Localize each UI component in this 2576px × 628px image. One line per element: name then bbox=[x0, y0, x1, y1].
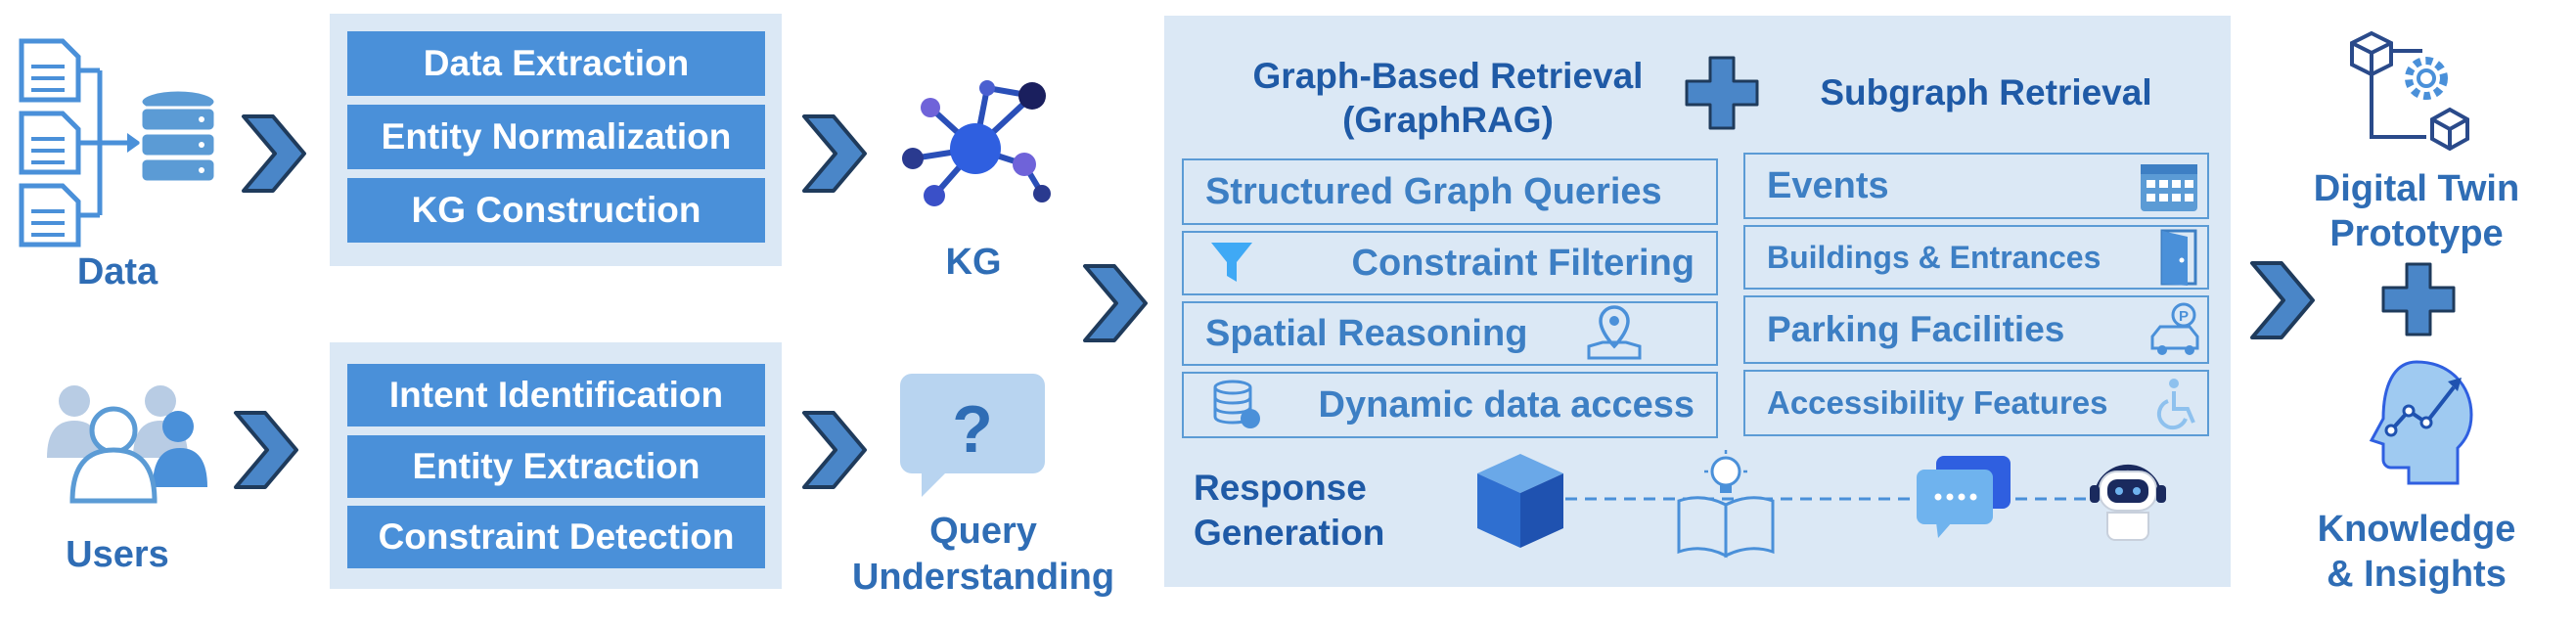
database-icon bbox=[139, 88, 217, 184]
digital-twin-label-line1: Digital Twin bbox=[2313, 168, 2520, 209]
wheelchair-icon bbox=[2156, 379, 2195, 430]
events-label: Events bbox=[1767, 164, 1889, 206]
map-pin-icon bbox=[1587, 305, 1642, 360]
constraint-filtering-item: Constraint Filtering bbox=[1182, 231, 1718, 295]
plus-icon bbox=[1685, 56, 1759, 130]
question-bubble-icon: ? bbox=[900, 374, 1045, 497]
structured-graph-queries-label: Structured Graph Queries bbox=[1205, 170, 1662, 212]
dynamic-data-access-item: Dynamic data access bbox=[1182, 372, 1718, 438]
constraint-filtering-label: Constraint Filtering bbox=[1351, 242, 1695, 284]
plus-icon bbox=[2381, 262, 2456, 336]
graphrag-title-line2: (GraphRAG) bbox=[1342, 100, 1554, 140]
knowledge-graph-icon bbox=[902, 80, 1051, 206]
accessibility-features-label: Accessibility Features bbox=[1767, 384, 2108, 421]
knowledge-insights-label-line1: Knowledge bbox=[2317, 509, 2516, 550]
svg-text:P: P bbox=[2179, 308, 2189, 325]
arrow-right-icon bbox=[242, 114, 306, 193]
calendar-icon bbox=[2141, 164, 2197, 211]
data-label: Data bbox=[76, 251, 158, 292]
arrow-right-icon bbox=[802, 411, 867, 489]
documents-icon bbox=[19, 38, 141, 247]
users-label: Users bbox=[66, 534, 169, 575]
response-pipeline-connector bbox=[1565, 497, 2172, 501]
digital-twin-icon bbox=[2350, 30, 2469, 152]
parking-car-icon: P bbox=[2150, 302, 2199, 355]
spatial-reasoning-label: Spatial Reasoning bbox=[1205, 312, 1528, 354]
arrow-right-icon bbox=[2250, 261, 2315, 339]
dynamic-data-access-label: Dynamic data access bbox=[1318, 383, 1695, 426]
cube-icon bbox=[1477, 454, 1563, 548]
robot-icon bbox=[2090, 464, 2166, 541]
accessibility-features-item: Accessibility Features bbox=[1743, 370, 2209, 436]
arrow-right-icon bbox=[234, 411, 298, 489]
spatial-reasoning-item: Spatial Reasoning bbox=[1182, 301, 1718, 366]
parking-facilities-label: Parking Facilities bbox=[1767, 309, 2065, 349]
query-understanding-label-line1: Query bbox=[929, 511, 1037, 552]
subgraph-retrieval-title: Subgraph Retrieval bbox=[1820, 72, 2152, 112]
kg-construction-step: KG Construction bbox=[347, 178, 765, 243]
digital-twin-label-line2: Prototype bbox=[2329, 213, 2504, 254]
response-generation-line1: Response bbox=[1194, 468, 1367, 508]
data-extraction-step: Data Extraction bbox=[347, 31, 765, 96]
events-item: Events bbox=[1743, 153, 2209, 219]
database-icon bbox=[1213, 380, 1260, 428]
arrow-right-icon bbox=[802, 114, 867, 193]
svg-text:?: ? bbox=[952, 392, 993, 467]
arrow-right-icon bbox=[1083, 264, 1148, 342]
query-understanding-label-line2: Understanding bbox=[851, 557, 1115, 598]
intent-identification-step: Intent Identification bbox=[347, 364, 765, 426]
head-insight-icon bbox=[2369, 360, 2473, 485]
knowledge-insights-label-line2: & Insights bbox=[2327, 554, 2507, 595]
book-idea-icon bbox=[1677, 450, 1775, 559]
kg-label: KG bbox=[945, 242, 1002, 283]
chat-icon bbox=[1917, 456, 2011, 538]
entity-normalization-step: Entity Normalization bbox=[347, 105, 765, 169]
users-icon bbox=[47, 385, 207, 504]
graphrag-title-line1: Graph-Based Retrieval bbox=[1252, 56, 1644, 96]
buildings-entrances-item: Buildings & Entrances bbox=[1743, 225, 2209, 290]
response-generation-line2: Generation bbox=[1194, 513, 1385, 553]
door-icon bbox=[2160, 229, 2197, 286]
structured-graph-queries-item: Structured Graph Queries bbox=[1182, 158, 1718, 225]
constraint-detection-step: Constraint Detection bbox=[347, 506, 765, 568]
parking-facilities-item: Parking Facilities bbox=[1743, 295, 2209, 364]
buildings-entrances-label: Buildings & Entrances bbox=[1767, 239, 2101, 275]
filter-icon bbox=[1211, 243, 1252, 282]
entity-extraction-step: Entity Extraction bbox=[347, 435, 765, 498]
